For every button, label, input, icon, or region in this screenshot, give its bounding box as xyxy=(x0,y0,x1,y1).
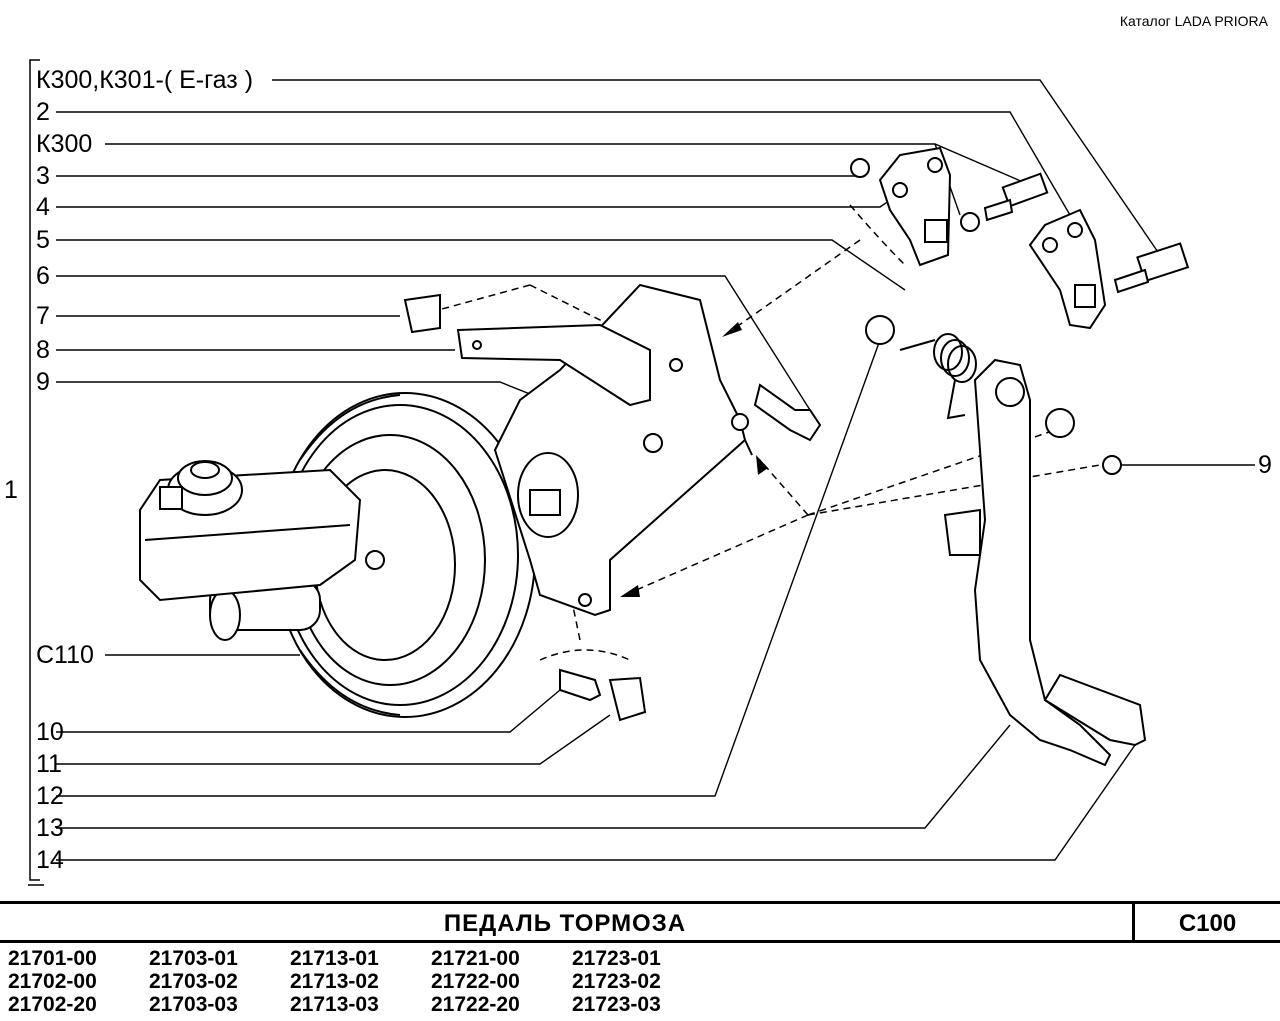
page-code-cell: С100 xyxy=(1132,904,1280,940)
callout-5: 5 xyxy=(36,226,50,254)
page-code: С100 xyxy=(1178,910,1237,937)
model-code: 21701-00 xyxy=(8,947,97,970)
callout-12: 12 xyxy=(36,782,64,810)
model-code: 21723-03 xyxy=(572,993,661,1016)
callout-14: 14 xyxy=(36,846,64,874)
model-code: 21722-00 xyxy=(431,970,520,993)
model-code: 21703-03 xyxy=(149,993,238,1016)
model-code: 21723-02 xyxy=(572,970,661,993)
model-code: 21702-20 xyxy=(8,993,97,1016)
small-parts xyxy=(403,293,1122,722)
switch-assemblies xyxy=(850,146,1190,330)
pedal-bracket xyxy=(456,283,749,617)
title-bar: ПЕДАЛЬ ТОРМОЗА С100 xyxy=(0,901,1280,943)
model-code: 21702-00 xyxy=(8,970,97,993)
model-code: 21723-01 xyxy=(572,947,661,970)
model-code: 21703-01 xyxy=(149,947,238,970)
callout-9-right: 9 xyxy=(1258,451,1272,479)
brake-pedal xyxy=(865,315,1147,767)
model-code: 21713-03 xyxy=(290,993,379,1016)
model-code: 21713-02 xyxy=(290,970,379,993)
group-bracket xyxy=(28,59,44,886)
model-row: 21701-00 21703-01 21713-01 21721-00 21723-01 xyxy=(8,947,713,970)
page-title: ПЕДАЛЬ ТОРМОЗА xyxy=(443,910,687,937)
callout-13: 13 xyxy=(36,814,64,842)
leader-lines xyxy=(56,79,1255,861)
model-code: 21722-20 xyxy=(431,993,520,1016)
callout-3: 3 xyxy=(36,162,50,190)
callout-1: 1 xyxy=(4,476,18,504)
callout-10: 10 xyxy=(36,718,64,746)
master-cylinder xyxy=(139,460,385,641)
callout-k300-k301: К300,К301-( Е-газ ) xyxy=(36,66,254,94)
callout-6: 6 xyxy=(36,262,50,290)
model-row: 21702-00 21703-02 21713-02 21722-00 21723-02 xyxy=(8,970,713,993)
callout-11: 11 xyxy=(36,750,62,778)
callout-k300: К300 xyxy=(36,130,93,158)
model-code: 21713-01 xyxy=(290,947,379,970)
model-code: 21703-02 xyxy=(149,970,238,993)
model-list: 21701-00 21703-01 21713-01 21721-00 21723-01… xyxy=(8,947,713,1016)
callout-4: 4 xyxy=(36,193,50,221)
callout-2: 2 xyxy=(36,98,50,126)
catalog-label: Каталог LADA PRIORA xyxy=(1119,13,1268,29)
footer: ПЕДАЛЬ ТОРМОЗА С100 21701-00 21703-01 2171… xyxy=(0,901,1280,1021)
callout-7: 7 xyxy=(36,302,50,330)
callout-8: 8 xyxy=(36,336,50,364)
callout-9: 9 xyxy=(36,368,50,396)
model-row: 21702-20 21703-03 21713-03 21722-20 21723-03 xyxy=(8,993,713,1016)
brake-pedal-diagram xyxy=(28,59,1255,886)
model-code: 21721-00 xyxy=(431,947,520,970)
callout-c110: С110 xyxy=(36,641,94,669)
return-spring xyxy=(899,333,977,420)
